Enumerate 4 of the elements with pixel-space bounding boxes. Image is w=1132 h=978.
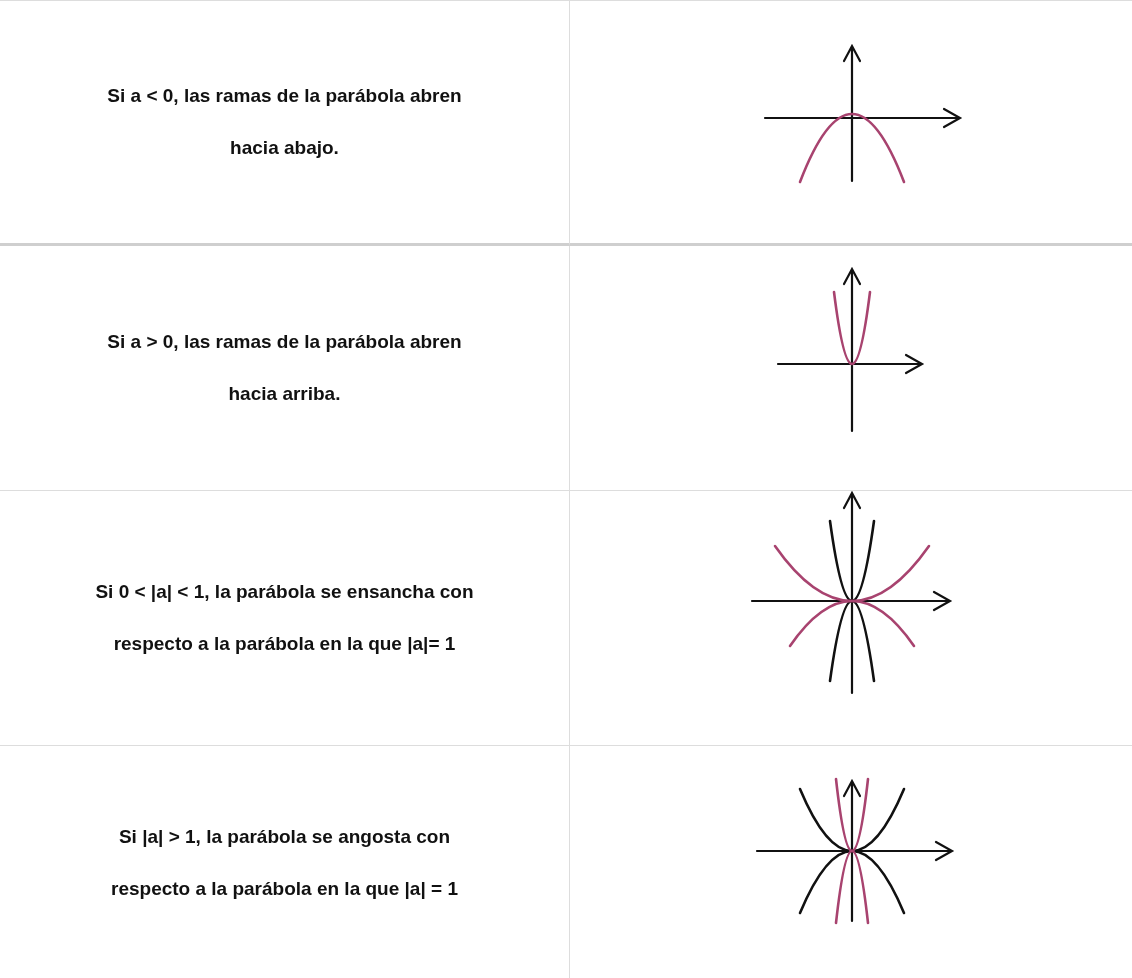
condition-text: Si 0 < |a| < 1, la parábola se ensancha con respecto a la parábola en la que |a|= 1 [94,580,475,656]
condition-text: Si a < 0, las ramas de la parábola abren hacia abajo. [106,84,463,160]
condition-text: Si |a| > 1, la parábola se angosta con respecto a la parábola en la que |a| = 1 [110,824,459,901]
condition-text: Si a > 0, las ramas de la parábola abren hacia arriba. [106,330,463,406]
